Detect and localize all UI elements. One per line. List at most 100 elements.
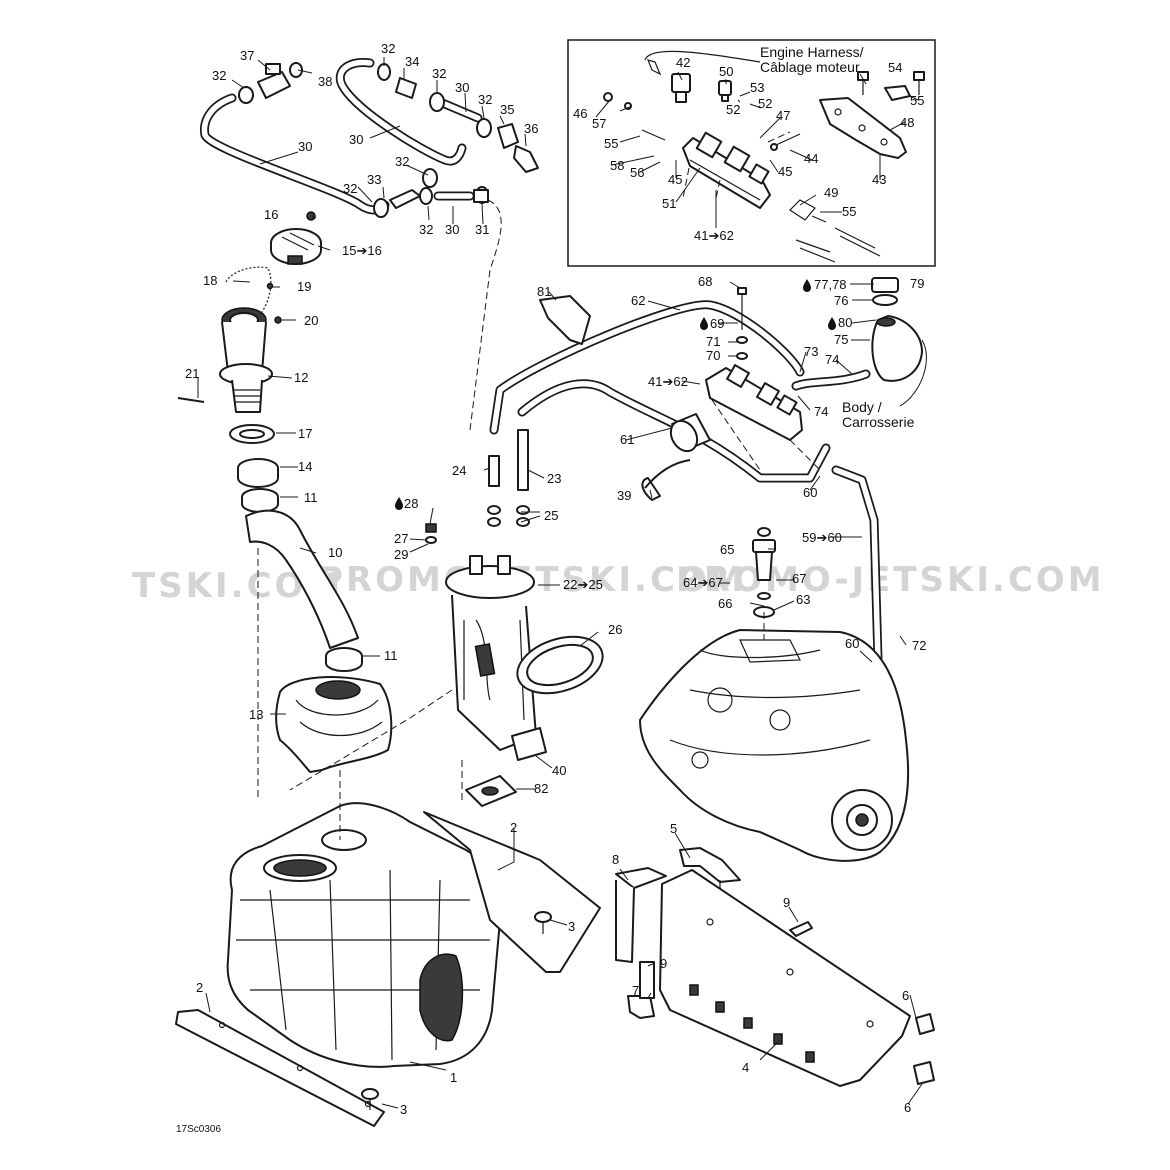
carrosserie-label: Carrosserie: [842, 414, 915, 430]
harness-wire: [644, 50, 761, 63]
fuel-rail-41-main: [705, 364, 803, 441]
callout-80: 80: [838, 315, 852, 330]
filler-neck-assembly: [177, 211, 393, 773]
callout-53: 53: [750, 80, 764, 95]
callout-75: 75: [834, 332, 848, 347]
callout-8: 8: [612, 852, 619, 867]
sensor-50: [718, 80, 732, 102]
callout-72: 72: [912, 638, 926, 653]
callout-74: 74: [814, 404, 828, 419]
callout-63: 63: [796, 592, 810, 607]
body-label: Body /: [842, 399, 882, 415]
callout-76: 76: [834, 293, 848, 308]
fuel-rail-41: [682, 131, 771, 209]
cablage-moteur-label: Câblage moteur: [760, 59, 860, 75]
callout-42: 42: [676, 55, 690, 70]
callout-2: 2: [196, 980, 203, 995]
callout-30: 30: [298, 139, 312, 154]
drop-icon: [395, 497, 403, 510]
strap-39: [641, 459, 691, 501]
callout-77-78: 77,78: [814, 277, 847, 292]
callout-21: 21: [185, 366, 199, 381]
callout-32: 32: [432, 66, 446, 81]
fuel-tank-1: [226, 802, 502, 1068]
callout-9: 9: [783, 895, 790, 910]
callout-36: 36: [524, 121, 538, 136]
push-rivet-3a: [534, 911, 552, 934]
tank-dashes: [257, 548, 463, 840]
fuel-lines-23-24: [487, 429, 530, 527]
callout-74: 74: [825, 352, 839, 367]
callout-65: 65: [720, 542, 734, 557]
callout-52: 52: [758, 96, 772, 111]
callout-71: 71: [706, 334, 720, 349]
inset-frame: [567, 39, 936, 267]
callout-40: 40: [552, 763, 566, 778]
callout-55: 55: [910, 93, 924, 108]
callout-55: 55: [842, 204, 856, 219]
nut-14: [237, 458, 279, 488]
engine: [639, 629, 910, 862]
callout-15-16: 15➔16: [342, 243, 382, 258]
callout-31: 31: [475, 222, 489, 237]
callout-23: 23: [547, 471, 561, 486]
engine-harness-label: Engine Harness/: [760, 44, 864, 60]
callout-32: 32: [381, 41, 395, 56]
callout-37: 37: [240, 48, 254, 63]
callout-41-62: 41➔62: [694, 228, 734, 243]
callout-49: 49: [824, 185, 838, 200]
leader-lines: [197, 57, 923, 1109]
callout-29: 29: [394, 547, 408, 562]
callout-30: 30: [349, 132, 363, 147]
callout-33: 33: [367, 172, 381, 187]
callout-numbers: 37 32 38 32 34 32 30 32 35 36 30 30 32 3…: [185, 41, 926, 1117]
callout-50: 50: [719, 64, 733, 79]
filler-neck-12: [219, 307, 273, 413]
callout-73: 73: [804, 344, 818, 359]
callout-55: 55: [604, 136, 618, 151]
callout-17: 17: [298, 426, 312, 441]
callout-82: 82: [534, 781, 548, 796]
callout-30: 30: [455, 80, 469, 95]
callout-41-62: 41➔62: [648, 374, 688, 389]
callout-27: 27: [394, 531, 408, 546]
callout-57: 57: [592, 116, 606, 131]
callout-70: 70: [706, 348, 720, 363]
callout-68: 68: [698, 274, 712, 289]
watermark: TSKI.COM PROMO-JETSKI.COM PROMO-JETSKI.C…: [132, 560, 1105, 606]
screw-21: [177, 397, 205, 403]
vent-hose-dash: [469, 199, 502, 431]
callout-59-60: 59➔60: [802, 530, 842, 545]
label-82: [465, 775, 517, 807]
fuel-line-62: [489, 300, 883, 665]
callout-62: 62: [631, 293, 645, 308]
drawing-reference: 17Sc0306: [176, 1124, 221, 1135]
callout-60: 60: [803, 485, 817, 500]
drop-icon: [700, 317, 708, 330]
callout-32: 32: [419, 222, 433, 237]
fuel-filter-61: [669, 413, 711, 453]
callout-44: 44: [804, 151, 818, 166]
callout-2: 2: [510, 820, 517, 835]
callout-38: 38: [318, 74, 332, 89]
callout-69: 69: [710, 316, 724, 331]
push-rivet-3b: [361, 1088, 379, 1110]
callout-32: 32: [212, 68, 226, 83]
clamp-11-upper: [241, 488, 279, 513]
callout-11: 11: [384, 648, 398, 663]
callout-28: 28: [404, 496, 418, 511]
heat-shield-2-lower: [175, 1009, 385, 1127]
callout-61: 61: [620, 432, 634, 447]
fuel-pump-module-40: [445, 555, 547, 761]
callout-32: 32: [343, 181, 357, 196]
heat-shield-2-upper: [423, 811, 601, 973]
callout-6: 6: [902, 988, 909, 1003]
callout-11: 11: [304, 490, 318, 505]
callout-5: 5: [670, 821, 677, 836]
watermark-right: PROMO-JETSKI.COM: [676, 560, 1105, 600]
callout-79: 79: [910, 276, 924, 291]
callout-45: 45: [778, 164, 792, 179]
callout-7: 7: [632, 983, 639, 998]
callout-32: 32: [395, 154, 409, 169]
